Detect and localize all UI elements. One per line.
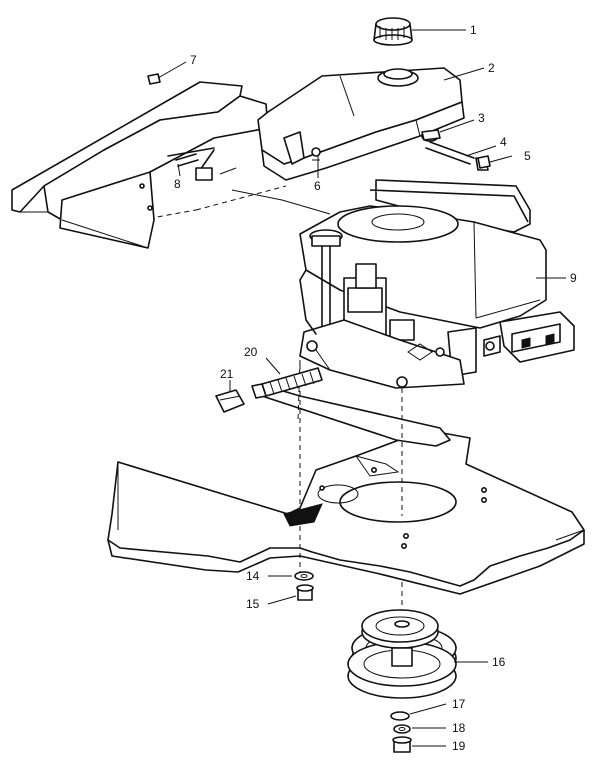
callout-7: 7: [190, 53, 197, 67]
callout-labels: 1 2 3 4 5 6 7 8 9 14 15 16 17 18 19 20 2…: [174, 23, 577, 753]
leader-lines: [157, 29, 566, 747]
callout-3: 3: [478, 111, 485, 125]
callout-17: 17: [452, 697, 466, 711]
callout-19: 19: [452, 739, 466, 753]
pulleys: [347, 609, 457, 699]
callout-8: 8: [174, 177, 181, 191]
callout-15: 15: [246, 597, 260, 611]
fuel-tank: [257, 67, 465, 181]
callout-6: 6: [314, 179, 321, 193]
callout-5: 5: [524, 149, 531, 163]
callout-1: 1: [470, 23, 477, 37]
callout-16: 16: [492, 655, 506, 669]
callout-18: 18: [452, 721, 466, 735]
callout-21: 21: [220, 367, 234, 381]
hardware: [147, 73, 491, 753]
fuel-cap: [373, 17, 413, 46]
engine: [231, 179, 575, 389]
callout-20: 20: [244, 345, 258, 359]
control-panel: [11, 81, 269, 249]
belt-guard: [261, 385, 451, 447]
mounting-deck: [107, 429, 585, 595]
callout-2: 2: [488, 61, 495, 75]
callout-4: 4: [500, 135, 507, 149]
callout-14: 14: [246, 569, 260, 583]
callout-9: 9: [570, 271, 577, 285]
